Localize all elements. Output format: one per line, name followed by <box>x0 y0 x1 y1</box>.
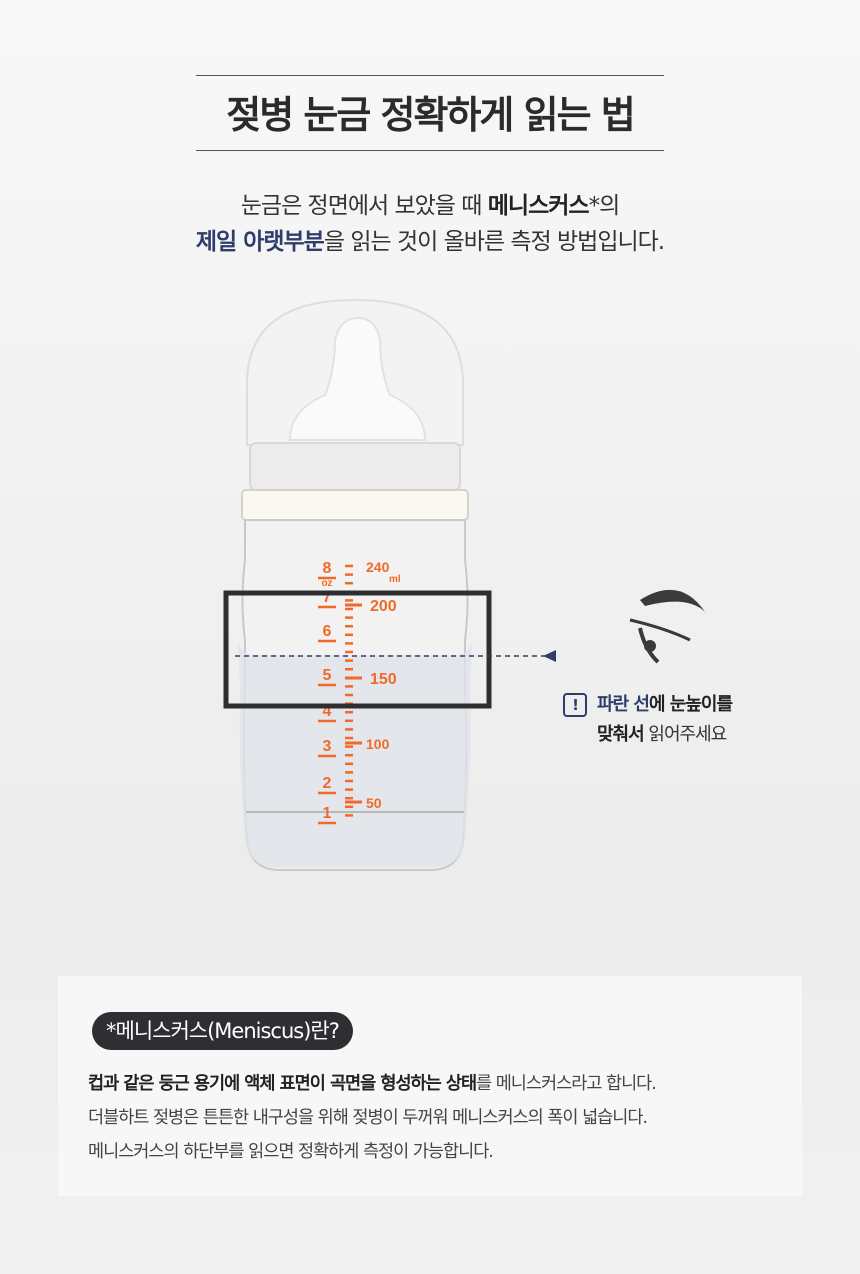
divider <box>196 150 664 151</box>
text-bold: 메니스커스 <box>487 193 590 219</box>
subtitle-line-1: 눈금은 정면에서 보았을 때 메니스커스*의 <box>0 186 860 220</box>
eye-icon <box>629 589 705 664</box>
ml-label: 200 <box>370 598 397 615</box>
nipple-icon <box>288 316 427 441</box>
text-bold: 에 눈높이를 <box>648 694 733 715</box>
subtitle-line-2: 제일 아랫부분을 읽는 것이 올바른 측정 방법입니다. <box>0 222 860 256</box>
bottle-collar <box>249 442 461 491</box>
text-highlight: 제일 아랫부분 <box>195 229 325 255</box>
text-highlight: 파란 선 <box>597 694 650 715</box>
eye-level-note: ! 파란 선에 눈높이를 맞춰서 읽어주세요 <box>563 690 733 750</box>
text-bold: 맞춰서 <box>597 724 645 745</box>
info-line-1: 컵과 같은 둥근 용기에 액체 표면이 곡면을 형성하는 상태를 메니스커스라고… <box>88 1070 657 1095</box>
oz-label: 6 <box>323 623 332 640</box>
oz-label: 7 <box>323 589 332 606</box>
oz-label: 5 <box>323 667 332 684</box>
ml-unit: ml <box>389 574 401 585</box>
ml-label: 240 <box>366 559 390 575</box>
oz-label: 2 <box>323 775 332 792</box>
text: 을 읽는 것이 올바른 측정 방법입니다. <box>323 229 665 255</box>
text-bold: 컵과 같은 둥근 용기에 액체 표면이 곡면을 형성하는 상태 <box>88 1074 477 1094</box>
text: 읽어주세요 <box>643 724 727 745</box>
ml-label: 150 <box>370 671 397 688</box>
text: *의 <box>588 193 621 219</box>
text: 를 메니스커스라고 합니다. <box>476 1074 657 1094</box>
arrow-icon <box>543 650 556 662</box>
oz-label: 4 <box>323 703 332 720</box>
divider <box>196 75 664 76</box>
oz-label: 8 <box>323 560 332 577</box>
ml-label: 50 <box>366 795 382 811</box>
meniscus-highlight-box <box>223 590 492 709</box>
meniscus-badge: *메니스커스(Meniscus)란? <box>92 1012 353 1050</box>
ml-label: 100 <box>366 736 390 752</box>
oz-unit: oz <box>321 578 332 589</box>
exclamation-icon: ! <box>563 693 587 717</box>
bottle-ring <box>241 489 469 521</box>
info-line-3: 메니스커스의 하단부를 읽으면 정확하게 측정이 가능합니다. <box>88 1142 494 1162</box>
text: 눈금은 정면에서 보았을 때 <box>240 193 488 219</box>
oz-label: 3 <box>323 738 332 755</box>
page-title: 젖병 눈금 정확하게 읽는 법 <box>226 93 635 137</box>
oz-label: 1 <box>323 805 332 822</box>
liquid <box>238 640 472 868</box>
info-line-2: 더블하트 젖병은 튼튼한 내구성을 위해 젖병이 두꺼워 메니스커스의 폭이 넓… <box>88 1108 648 1128</box>
